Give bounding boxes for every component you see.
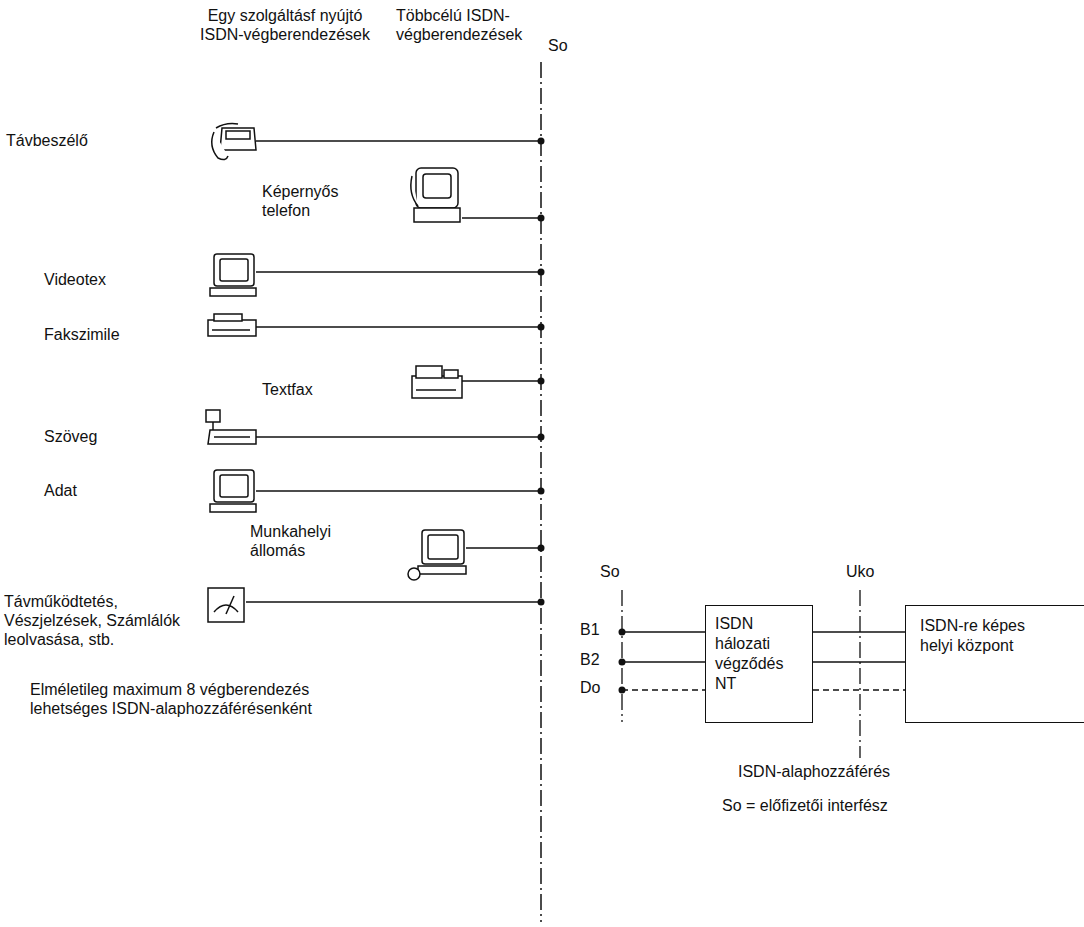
d0-wire [622, 689, 705, 691]
terminal-wire [256, 271, 541, 273]
service-label: Textfax [262, 380, 372, 399]
bus-dot [538, 488, 545, 495]
videotex-icon [210, 254, 256, 296]
service-label: Távbeszélő [6, 131, 146, 150]
b1-wire [622, 631, 705, 633]
data-terminal-icon [210, 470, 256, 512]
interface-name: Uko [846, 562, 886, 581]
interface-dot [619, 629, 626, 636]
note: Elméletileg maximum 8 végberendezés lehe… [30, 680, 375, 718]
bus-dot [538, 138, 545, 145]
fax-icon [208, 314, 256, 336]
node-text: ISDN-re képes helyi központ [920, 616, 1050, 656]
terminal-wire [256, 140, 541, 142]
telephone-icon [212, 124, 256, 160]
interface-dot [619, 659, 626, 666]
service-label: Képernyős telefon [262, 182, 372, 220]
textfax-icon [412, 366, 462, 398]
service-label: Távműködtetés, Vészjelzések, Számlálók l… [4, 592, 204, 650]
exchange-box: ISDN-re képes helyi központ [905, 605, 1084, 723]
terminal-wire [256, 326, 541, 328]
channel-name: B2 [580, 650, 610, 669]
column-heading: Egy szolgáltásf nyújtó ISDN-végberendezé… [200, 6, 370, 44]
terminal-wire [256, 436, 541, 438]
uko-reference-line [859, 590, 860, 758]
node-text: ISDN hálozati végződés NT [715, 614, 806, 694]
caption-note: ISDN-alaphozzáférés [738, 762, 958, 781]
interface-dot [619, 687, 626, 694]
bus-dot [538, 545, 545, 552]
interface-name: So [600, 562, 640, 581]
terminal-wire [466, 547, 541, 549]
terminal-wire [462, 217, 541, 219]
column-heading: Többcélú ISDN-végberendezések [396, 6, 534, 44]
channel-name: B1 [580, 620, 610, 639]
bus-dot [538, 378, 545, 385]
service-label: Szöveg [44, 427, 184, 446]
network-termination-box: ISDN hálozati végződés NT [705, 605, 813, 723]
teletex-icon [206, 410, 256, 444]
service-label: Fakszimile [44, 325, 184, 344]
service-label: Adat [44, 481, 184, 500]
bus-dot [538, 434, 545, 441]
bus-dot [538, 269, 545, 276]
terminal-wire [462, 380, 541, 382]
connector-line [813, 661, 905, 663]
caption-note: So = előfizetői interfész [722, 796, 982, 815]
service-label: Munkahelyi állomás [250, 522, 360, 560]
connector-line [813, 631, 905, 633]
screen-telephone-icon [411, 168, 460, 222]
meter-icon [208, 588, 244, 622]
service-label: Videotex [44, 270, 184, 289]
connector-line [813, 689, 905, 691]
terminal-wire [256, 490, 541, 492]
workstation-icon [408, 530, 466, 580]
interface-name: So [548, 36, 578, 55]
bus-dot [538, 215, 545, 222]
terminal-wire [246, 601, 541, 603]
bus-dot [538, 599, 545, 606]
channel-name: Do [580, 678, 610, 697]
b2-wire [622, 661, 705, 663]
so-reference-line [621, 590, 622, 722]
bus-dot [538, 324, 545, 331]
